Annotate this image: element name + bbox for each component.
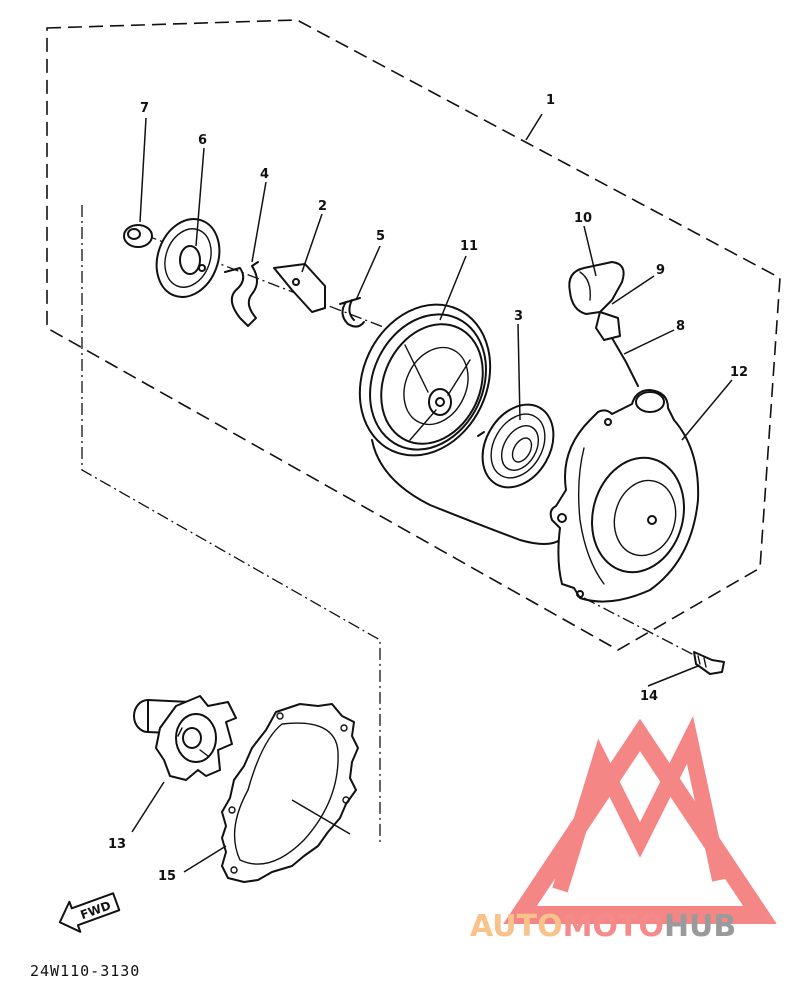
- callout-2: 2: [318, 199, 327, 214]
- callout-11: 11: [460, 239, 478, 254]
- watermark-mark: [503, 716, 777, 924]
- part-3-recoil-spring: [477, 403, 555, 489]
- callout-9: 9: [656, 263, 665, 278]
- part-2-pawl: [273, 263, 326, 313]
- part-14-bolt: [693, 651, 725, 675]
- callout-7: 7: [140, 101, 149, 116]
- part-8-rope: [611, 337, 639, 387]
- leader-lines: [131, 113, 733, 873]
- callout-15: 15: [158, 869, 176, 884]
- callout-8: 8: [676, 319, 685, 334]
- part-7-collar: [123, 224, 153, 248]
- part-4-spring: [224, 261, 259, 327]
- callout-5: 5: [376, 229, 385, 244]
- subgroup-boundary: [81, 205, 381, 842]
- callout-1: 1: [546, 93, 555, 108]
- part-6-drive-plate: [155, 218, 221, 298]
- part-13-drive-pulley: [133, 695, 237, 781]
- part-10-handle: [568, 261, 625, 315]
- callout-3: 3: [514, 309, 523, 324]
- part-12-starter-case: [549, 389, 700, 603]
- callout-6: 6: [198, 133, 207, 148]
- callout-10: 10: [574, 211, 592, 226]
- part-11-sheave-drum: [358, 303, 492, 457]
- starter-rope: [371, 439, 561, 545]
- callout-13: 13: [108, 837, 126, 852]
- part-5-circlip: [339, 297, 365, 328]
- watermark-text: AUTOMOTOHUB: [470, 909, 736, 944]
- forward-arrow: FWD: [58, 892, 121, 933]
- callout-12: 12: [730, 365, 748, 380]
- callout-14: 14: [640, 689, 658, 704]
- bolt-axis: [583, 597, 695, 656]
- part-9-handle-insert: [595, 311, 621, 341]
- diagram-code: 24W110-3130: [30, 962, 140, 980]
- part-15-gasket: [221, 703, 359, 883]
- callout-4: 4: [260, 167, 269, 182]
